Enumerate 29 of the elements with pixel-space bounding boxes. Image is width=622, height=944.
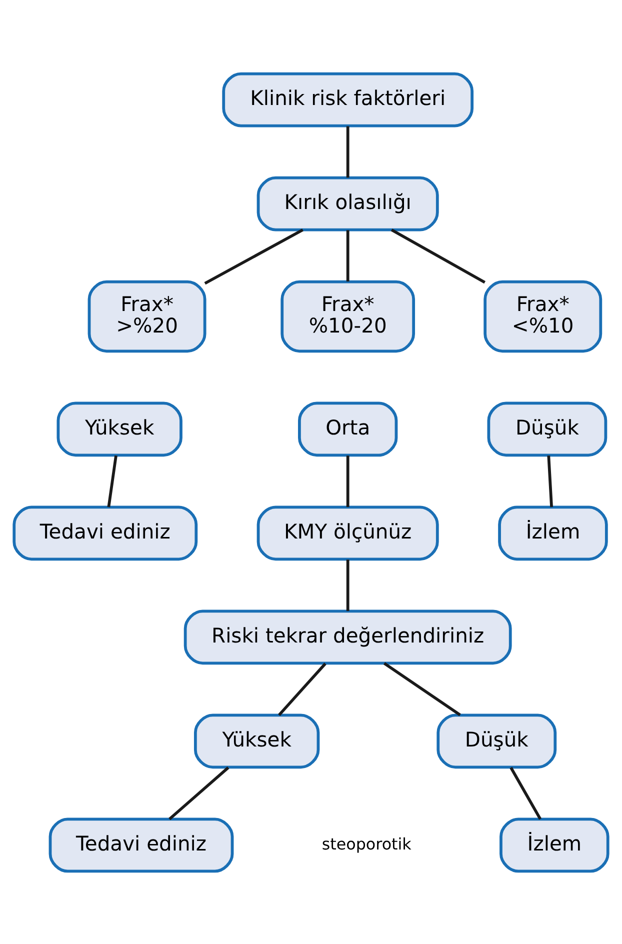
connector	[346, 126, 350, 178]
connector	[346, 455, 350, 507]
node-box: Tedavi ediniz	[48, 817, 234, 872]
connector	[390, 228, 486, 284]
node-box: Tedavi ediniz	[12, 505, 198, 560]
node-box: Yüksek	[194, 713, 320, 768]
connector	[510, 766, 542, 820]
node-box: Riski tekrar değerlendiriniz	[184, 609, 512, 664]
connector	[383, 662, 461, 716]
node-box: İzlem	[500, 817, 610, 872]
connector	[346, 559, 350, 611]
connector	[204, 228, 304, 284]
node-box: Düşük	[487, 401, 608, 456]
node-box: Orta	[298, 401, 398, 456]
node-box: Frax* >%20	[88, 280, 206, 352]
connector	[547, 455, 553, 507]
node-box: Düşük	[436, 713, 557, 768]
label: steoporotik	[322, 834, 412, 853]
node-box: Frax* %10-20	[280, 280, 416, 352]
connector	[346, 230, 350, 281]
node-box: Klinik risk faktörleri	[222, 72, 474, 127]
connector	[107, 454, 118, 507]
node-box: İzlem	[498, 505, 608, 560]
connector	[278, 662, 326, 716]
node-box: Frax* <%10	[484, 280, 602, 352]
node-box: Kırık olasılığı	[256, 176, 439, 231]
node-box: Yüksek	[56, 401, 182, 456]
connector	[168, 766, 230, 820]
node-box: KMY ölçünüz	[256, 505, 439, 560]
